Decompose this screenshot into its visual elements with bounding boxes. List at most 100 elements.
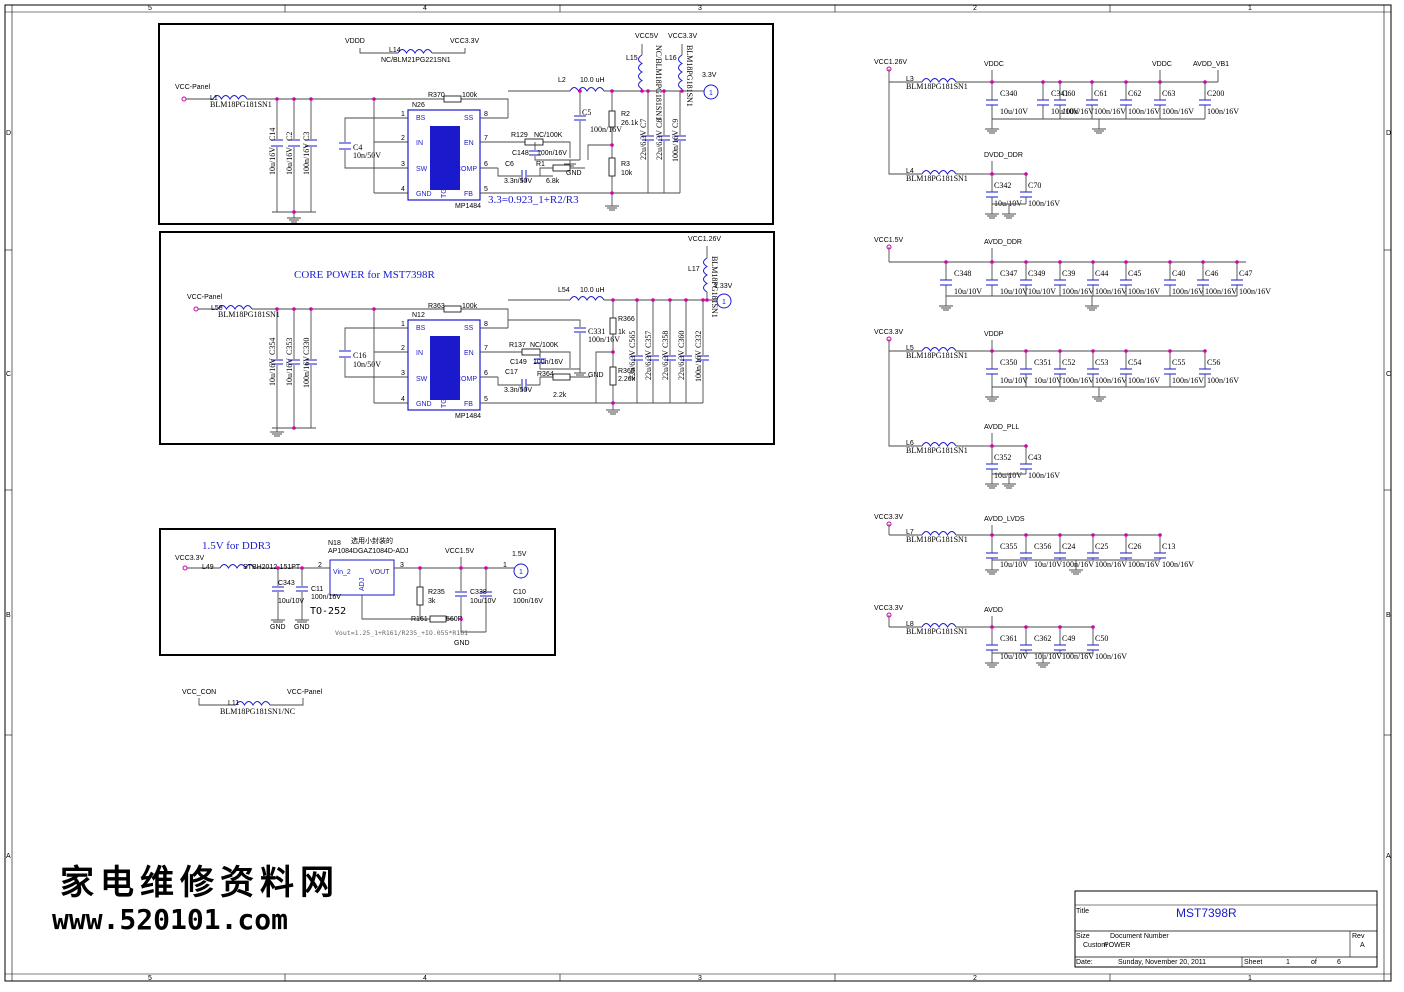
cap-ref: C61	[1094, 89, 1107, 98]
cap-ref: C24	[1062, 542, 1075, 551]
cap-ref: C52	[1062, 358, 1075, 367]
of-label: of	[1311, 959, 1317, 966]
vcc-con-link: VCC_CON VCC-Panel L11 BLM18PG181SN1/NC	[182, 689, 322, 716]
ground-symbol	[985, 119, 999, 134]
part-ref: C5	[582, 108, 591, 117]
ic-part: MP1484	[455, 413, 481, 420]
net-label: 1.5V	[512, 551, 527, 558]
pin-label: IN	[416, 350, 423, 357]
part-value: 10.0 uH	[580, 287, 605, 294]
inductor-symbol	[212, 95, 248, 100]
part-value: NC/BLM18PG181SN1	[654, 45, 663, 120]
pin-label: EN	[464, 350, 474, 357]
ic-ap1084	[329, 559, 395, 596]
part-ref: C4	[353, 143, 362, 152]
part-ref: C17	[505, 369, 518, 376]
cap-value: 100n/16V	[1207, 376, 1239, 385]
cap-ref: C362	[1034, 634, 1051, 643]
net-label: VDDC	[984, 61, 1004, 68]
resistor-symbol	[609, 366, 617, 386]
pin-label: GND	[416, 191, 432, 198]
resistor-symbol	[416, 586, 424, 606]
row-label: A	[6, 853, 11, 860]
cap-ref: C2	[285, 132, 294, 141]
cap-ref: C49	[1062, 634, 1075, 643]
pin-number: 4	[401, 396, 405, 403]
row-label: A	[1386, 853, 1391, 860]
inductor-symbol	[921, 170, 957, 175]
part-value: BLM18PG181SN1	[685, 45, 694, 107]
net-label: VCC1.26V	[688, 236, 721, 243]
part-value: 6.8k	[546, 178, 560, 185]
cap-value: 100n/16V	[1172, 376, 1204, 385]
part-value: 100k	[462, 303, 478, 310]
part-value: 3k	[428, 598, 436, 605]
ground-symbol	[1092, 387, 1106, 402]
ground-symbol	[1085, 296, 1099, 311]
date-value: Sunday, November 20, 2011	[1118, 959, 1206, 966]
part-ref: L54	[558, 287, 570, 294]
col-label: 1	[1248, 5, 1252, 12]
cap-ref: C60	[1062, 89, 1075, 98]
pin-number: 3	[401, 370, 405, 377]
net-port	[181, 96, 187, 102]
net-label: VCC1.5V	[445, 548, 475, 555]
cap-ref: C353	[285, 338, 294, 355]
resistor-symbol	[608, 157, 616, 177]
pin-number: 3	[401, 161, 405, 168]
part-ref: R161	[411, 616, 428, 623]
col-label: 1	[1248, 975, 1252, 982]
title-block: Title MST7398R Size Custom Document Numb…	[1074, 890, 1378, 968]
cap-value: 10u/10V	[1034, 376, 1062, 385]
part-value: BLM18PG181SN1	[210, 100, 272, 109]
ic-ref: N18	[328, 540, 341, 547]
cap-ref: C54	[1128, 358, 1141, 367]
cap-ref: C43	[1028, 453, 1041, 462]
pin-number: 5	[484, 396, 488, 403]
rev-label: Rev	[1352, 933, 1365, 940]
date-label: Date:	[1076, 959, 1093, 966]
cap-value: 100n/16V	[1095, 376, 1127, 385]
cap-ref: C45	[1128, 269, 1141, 278]
watermark-cn: 家电维修资料网	[60, 863, 340, 903]
pin-number: 2	[318, 562, 322, 569]
part-value: 1k	[618, 329, 626, 336]
inductor-symbol	[235, 701, 271, 706]
cap-ref: C350	[1000, 358, 1017, 367]
part-value: 100n/16V	[590, 125, 622, 134]
block-outline	[159, 231, 775, 445]
cap-value: 100n/16V	[1205, 287, 1237, 296]
part-ref: L15	[626, 55, 638, 62]
part-ref: L7	[906, 529, 914, 536]
part-value: NC/100K	[530, 342, 559, 349]
cap-value: 100n/16V	[1062, 652, 1094, 661]
cap-value: 10u/10V	[954, 287, 982, 296]
resistor-symbol	[608, 110, 616, 128]
part-value: 26.1k	[621, 120, 639, 127]
pin-label: ADJ	[359, 578, 366, 591]
inductor-symbol	[921, 531, 957, 536]
net-label: AVDD	[984, 607, 1003, 614]
net-label: VCC-Panel	[187, 294, 222, 301]
part-ref: R2	[621, 111, 630, 118]
cap-value: 10u/10V	[1034, 652, 1062, 661]
pin-label: Vin_2	[333, 569, 351, 576]
ic-ref: N26	[412, 102, 425, 109]
docnum-label: Document Number	[1110, 933, 1169, 940]
cap-value: 100n/16V	[1028, 471, 1060, 480]
regulator-core-block: CORE POWER for MST7398R VCC-Panel L58 BL…	[159, 231, 775, 445]
regulator-ddr3-block: 1.5V for DDR3 选用小封装的 N18 AP1084DGAZ1084D…	[159, 528, 556, 656]
part-value: 2.26k	[618, 376, 636, 383]
pin-label: GND	[416, 401, 432, 408]
net-label: AVDD_DDR	[984, 239, 1022, 246]
part-value: NC/BLM21PG221SN1	[381, 57, 451, 64]
cap-ref: C357	[644, 331, 653, 348]
ground-symbol	[985, 204, 999, 219]
col-label: 4	[423, 975, 427, 982]
cap-ref: C39	[1062, 269, 1075, 278]
part-value: 2.2k	[553, 392, 567, 399]
part-ref: R365	[618, 368, 635, 375]
note-text: 选用小封装的	[351, 536, 393, 545]
part-ref: C11	[311, 586, 323, 593]
